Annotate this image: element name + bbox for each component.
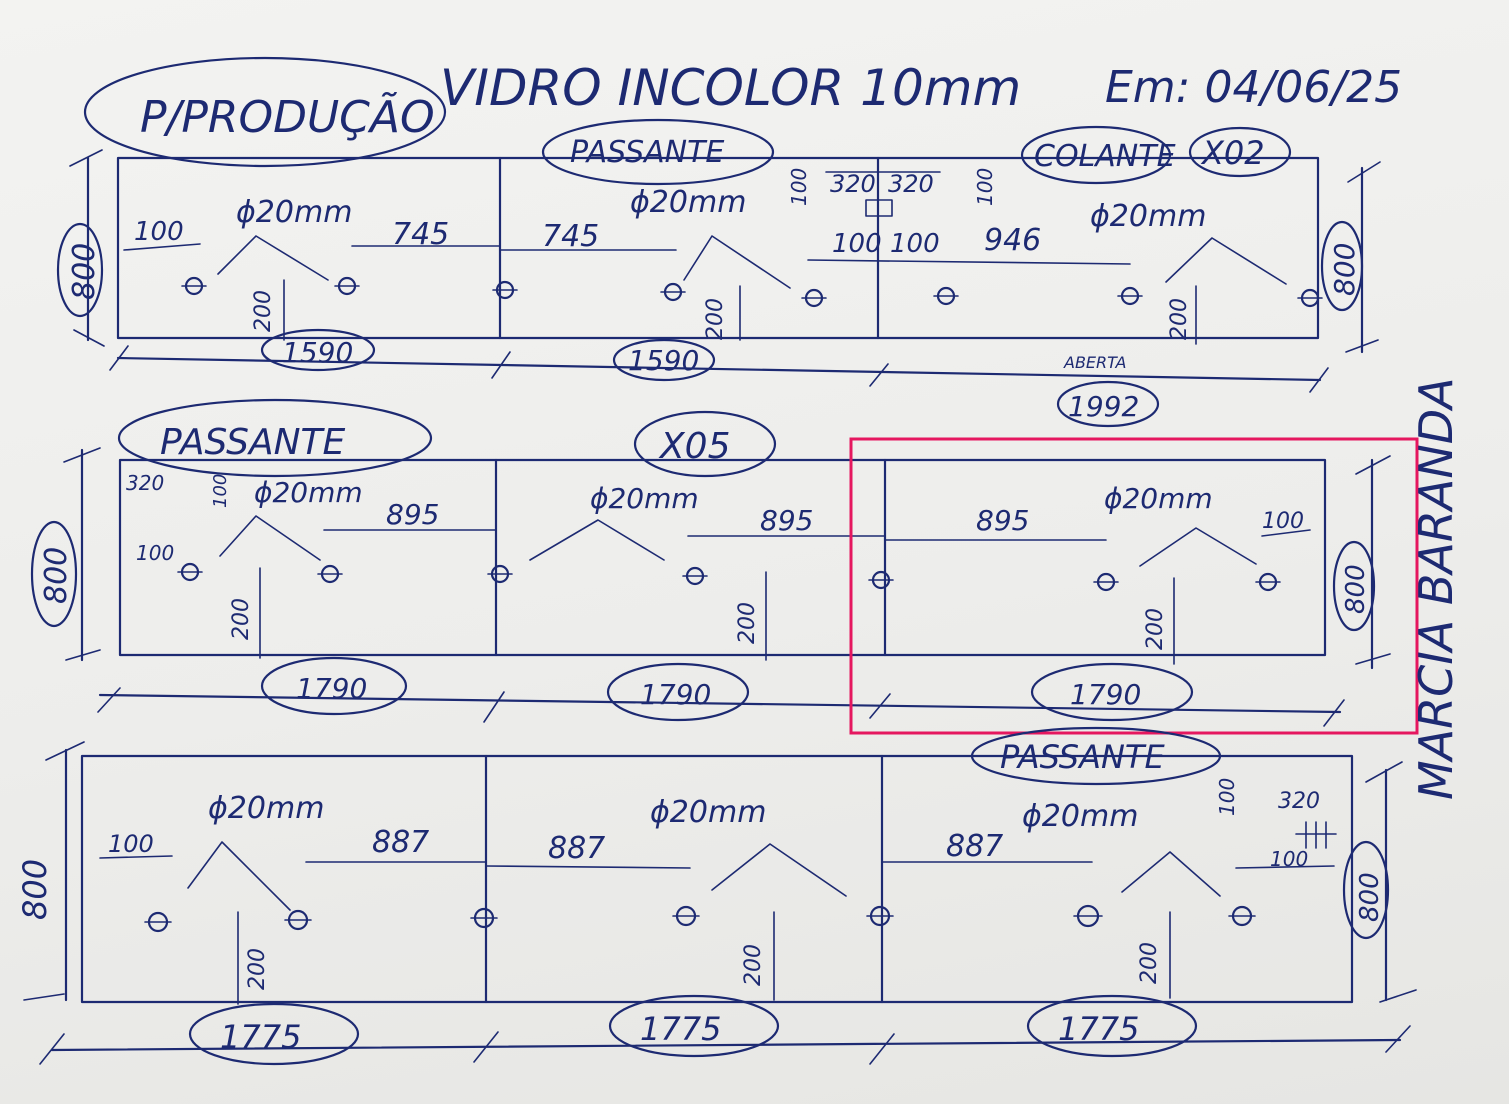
svg-text:800: 800	[1328, 243, 1361, 296]
svg-text:200: 200	[1143, 608, 1168, 650]
svg-text:1775: 1775	[640, 1010, 721, 1048]
svg-text:895: 895	[386, 498, 439, 531]
svg-text:895: 895	[760, 504, 813, 537]
svg-text:745: 745	[392, 217, 449, 252]
svg-text:200: 200	[1137, 942, 1162, 984]
svg-text:100: 100	[136, 541, 174, 565]
row-1: 800 800 PASSANTE COLANTE X02 ϕ20mm ϕ20mm…	[56, 118, 1381, 428]
svg-text:200: 200	[1167, 298, 1192, 340]
passante-label-2: PASSANTE	[160, 422, 346, 463]
svg-text:1590: 1590	[628, 344, 699, 377]
svg-text:1590: 1590	[282, 336, 353, 369]
svg-text:1790: 1790	[1070, 678, 1141, 711]
svg-text:1775: 1775	[1058, 1010, 1139, 1048]
producao-oval	[83, 56, 447, 168]
row-3: 800 800 PASSANTE ϕ20mm ϕ20mm ϕ20mm 100 8…	[16, 726, 1417, 1066]
producao-tag: P/PRODUÇÃO	[140, 91, 435, 143]
svg-text:800: 800	[1355, 872, 1385, 922]
highlight-box	[849, 437, 1419, 735]
svg-text:100: 100	[832, 229, 882, 259]
svg-text:887: 887	[946, 829, 1003, 864]
svg-text:100: 100	[973, 168, 997, 206]
svg-text:100: 100	[210, 474, 231, 508]
svg-text:100: 100	[1270, 847, 1308, 871]
svg-text:ϕ20mm: ϕ20mm	[630, 185, 746, 220]
svg-text:200: 200	[245, 948, 270, 990]
svg-text:ϕ20mm: ϕ20mm	[208, 791, 324, 826]
svg-text:320: 320	[830, 170, 876, 198]
svg-text:200: 200	[703, 298, 728, 340]
qty-x05: X05	[658, 426, 730, 467]
svg-text:ϕ20mm: ϕ20mm	[1104, 482, 1213, 515]
svg-text:ϕ20mm: ϕ20mm	[254, 476, 363, 509]
svg-text:200: 200	[735, 602, 760, 644]
svg-text:946: 946	[984, 223, 1041, 258]
svg-text:ϕ20mm: ϕ20mm	[1022, 799, 1138, 834]
svg-text:200: 200	[741, 944, 766, 986]
svg-text:320: 320	[888, 170, 934, 198]
svg-text:1790: 1790	[640, 678, 711, 711]
passante-label-1: PASSANTE	[570, 135, 724, 170]
svg-text:100: 100	[108, 830, 154, 858]
drawing-date: Em: 04/06/25	[1105, 62, 1402, 113]
svg-text:ϕ20mm: ϕ20mm	[590, 482, 699, 515]
svg-text:200: 200	[251, 290, 276, 332]
drawing-title: VIDRO INCOLOR 10mm	[440, 59, 1021, 117]
svg-text:800: 800	[67, 243, 102, 300]
svg-text:895: 895	[976, 504, 1029, 537]
svg-text:800: 800	[39, 547, 74, 604]
svg-text:100: 100	[134, 217, 184, 247]
colante-label: COLANTE	[1034, 139, 1176, 174]
svg-text:100: 100	[1215, 778, 1239, 816]
svg-text:1992: 1992	[1068, 390, 1139, 423]
svg-text:1775: 1775	[220, 1018, 301, 1056]
qty-x02: X02	[1200, 134, 1265, 172]
svg-text:745: 745	[542, 219, 599, 254]
svg-text:800: 800	[16, 859, 54, 920]
row-2: 800 800 PASSANTE X05 ϕ20mm ϕ20mm ϕ20mm 8…	[30, 398, 1391, 727]
svg-text:800: 800	[1341, 564, 1371, 614]
notch-note: ABERTA	[1063, 353, 1126, 372]
passante-label-3: PASSANTE	[1000, 738, 1165, 776]
svg-text:320: 320	[1278, 789, 1320, 814]
svg-text:100: 100	[1262, 509, 1304, 534]
svg-text:100: 100	[787, 168, 811, 206]
signature: MARCIA BARANDA	[1409, 377, 1463, 800]
svg-text:ϕ20mm: ϕ20mm	[1090, 199, 1206, 234]
svg-text:1790: 1790	[296, 672, 367, 705]
svg-text:320: 320	[126, 471, 164, 495]
svg-text:ϕ20mm: ϕ20mm	[650, 795, 766, 830]
svg-text:ϕ20mm: ϕ20mm	[236, 195, 352, 230]
svg-text:887: 887	[372, 825, 429, 860]
svg-text:100: 100	[890, 229, 940, 259]
svg-text:200: 200	[229, 598, 254, 640]
svg-text:887: 887	[548, 831, 605, 866]
